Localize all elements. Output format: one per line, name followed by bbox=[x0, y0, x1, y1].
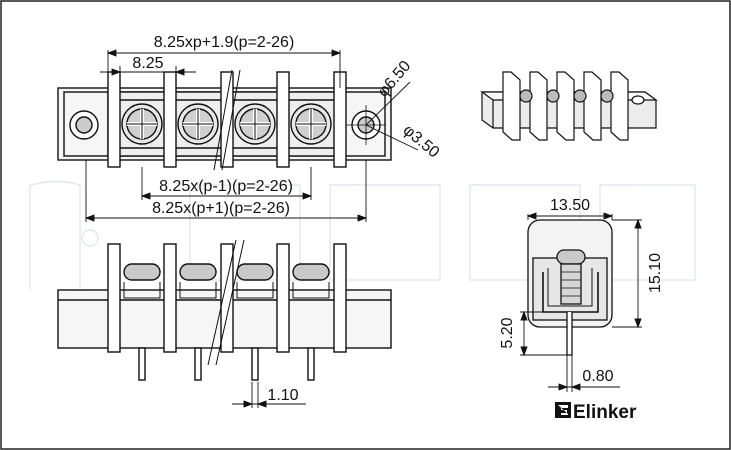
barrier bbox=[220, 243, 234, 353]
front-dimension-lines bbox=[232, 382, 306, 408]
side-width-label: 13.50 bbox=[550, 197, 590, 214]
screw-icon bbox=[234, 103, 276, 145]
top-dimension-lines bbox=[84, 49, 419, 222]
brand-name: Elinker bbox=[573, 402, 637, 423]
pin-thickness-label: 0.80 bbox=[582, 368, 613, 385]
mounting-hole-icon bbox=[69, 110, 99, 140]
side-view bbox=[527, 219, 613, 356]
screw-head-icon bbox=[179, 263, 217, 281]
pin bbox=[251, 347, 259, 381]
pin bbox=[138, 347, 146, 381]
barrier bbox=[276, 71, 290, 168]
top-view bbox=[57, 69, 392, 171]
barrier bbox=[276, 243, 290, 353]
screw-head-icon bbox=[123, 263, 161, 281]
screw-icon bbox=[290, 103, 332, 145]
barrier bbox=[220, 71, 234, 168]
screw-icon bbox=[177, 103, 219, 145]
isometric-view bbox=[480, 71, 658, 141]
pin bbox=[307, 347, 315, 381]
pitch-label: 8.25 bbox=[132, 55, 163, 72]
side-dimension-lines bbox=[520, 212, 642, 392]
barrier bbox=[107, 243, 121, 353]
screw-head-icon bbox=[292, 263, 330, 281]
barrier bbox=[107, 71, 121, 168]
pin-width-label: 1.10 bbox=[267, 387, 298, 404]
barrier bbox=[163, 243, 177, 353]
barrier bbox=[333, 243, 347, 353]
elinker-logo-icon bbox=[555, 402, 571, 418]
overall-length-label: 8.25xp+1.9(p=2-26) bbox=[154, 34, 295, 51]
pitch-span-label: 8.25x(p-1)(p=2-26) bbox=[159, 178, 293, 195]
body-span-label: 8.25x(p+1)(p=2-26) bbox=[152, 200, 290, 217]
brand-logo: Elinker bbox=[555, 402, 637, 423]
front-view bbox=[57, 239, 392, 381]
pin-length-label: 5.20 bbox=[499, 317, 516, 348]
screw-head-icon bbox=[236, 263, 274, 281]
side-height-label: 15.10 bbox=[647, 253, 664, 293]
screw-icon bbox=[121, 103, 163, 145]
barrier bbox=[163, 71, 177, 168]
pin bbox=[194, 347, 202, 381]
